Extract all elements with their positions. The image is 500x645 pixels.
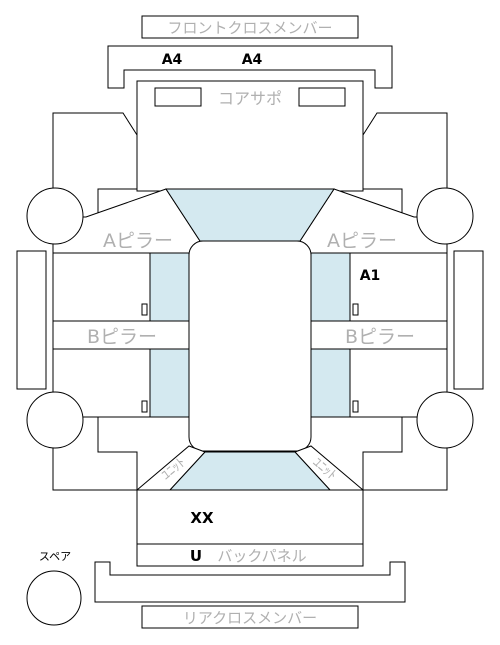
core-support-label: コアサポ xyxy=(218,89,282,108)
front-left-mark: A4 xyxy=(162,52,183,68)
rear-bumper[interactable] xyxy=(94,561,406,603)
trunk-mark: XX xyxy=(190,509,214,527)
spare-tire[interactable] xyxy=(26,570,82,626)
right-front-door-mark: A1 xyxy=(360,268,381,284)
front-cross-member-label: フロントクロスメンバー xyxy=(167,19,332,37)
trunk-lid[interactable] xyxy=(136,489,364,545)
left-rear-handle xyxy=(141,400,148,413)
a-pillar-left-label: Aピラー xyxy=(103,230,173,252)
right-rear-glass[interactable] xyxy=(310,348,351,418)
spare-label: スペア xyxy=(39,550,71,563)
rear-panel[interactable] xyxy=(136,543,364,567)
right-rear-handle xyxy=(352,400,359,413)
right-headlight xyxy=(298,87,346,107)
left-front-wheel[interactable] xyxy=(26,187,84,245)
right-rear-wheel[interactable] xyxy=(416,391,474,449)
front-cross-member-box[interactable] xyxy=(141,15,359,39)
right-front-glass[interactable] xyxy=(310,252,351,322)
rear-cross-member-label: リアクロスメンバー xyxy=(183,609,317,627)
left-front-glass[interactable] xyxy=(149,252,190,322)
right-side-skirt[interactable] xyxy=(453,250,484,390)
right-front-wheel[interactable] xyxy=(416,187,474,245)
rear-panel-label: バックパネル xyxy=(217,547,306,565)
left-side-skirt[interactable] xyxy=(16,250,47,390)
b-pillar-right-label: Bピラー xyxy=(345,326,415,348)
left-rear-wheel[interactable] xyxy=(26,391,84,449)
a-pillar-right-label: Aピラー xyxy=(327,230,397,252)
roof[interactable] xyxy=(188,240,312,452)
right-front-handle xyxy=(352,303,359,316)
b-pillar-left-label: Bピラー xyxy=(87,326,157,348)
rear-cross-member-box[interactable] xyxy=(141,605,359,629)
left-front-handle xyxy=(141,303,148,316)
rear-panel-mark: U xyxy=(190,547,202,565)
left-rear-glass[interactable] xyxy=(149,348,190,418)
front-bumper[interactable] xyxy=(107,45,393,89)
left-headlight xyxy=(154,87,202,107)
b-pillar-right[interactable] xyxy=(310,320,448,350)
front-right-mark: A4 xyxy=(242,52,263,68)
